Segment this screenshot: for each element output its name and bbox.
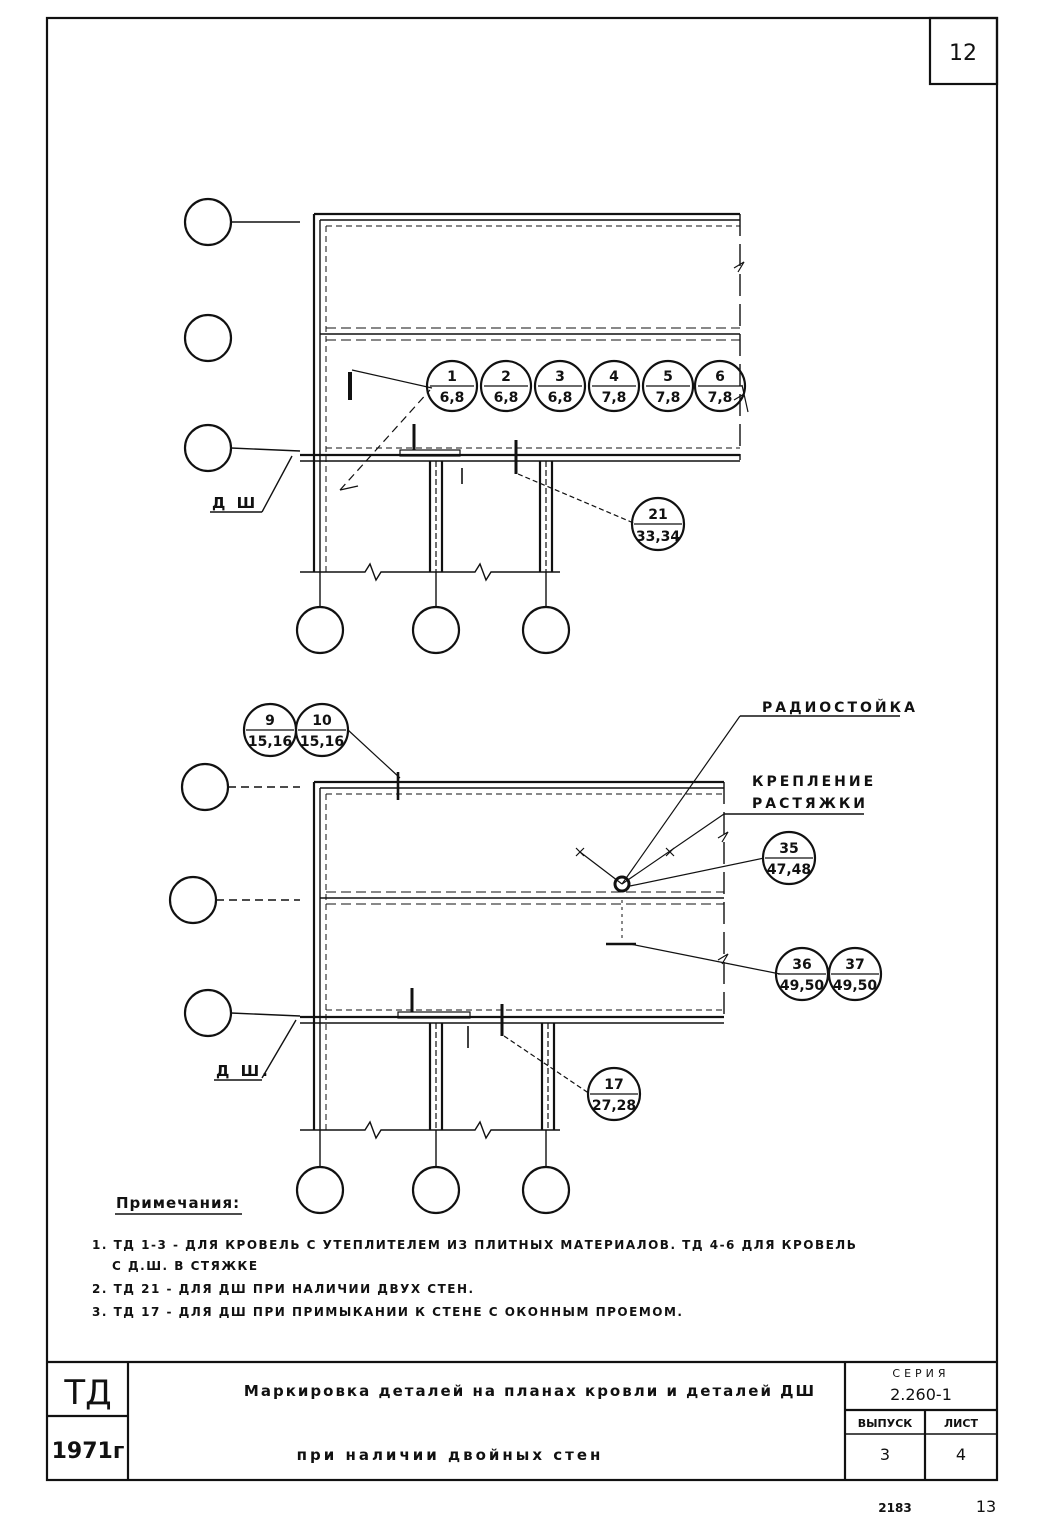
- radiostoika-label: РАДИОСТОЙКА: [762, 699, 918, 716]
- bottom-callouts: [242, 702, 883, 1122]
- title-line1: Маркировка деталей на планах кровли и де…: [244, 1382, 816, 1400]
- axis-circle: [168, 875, 218, 925]
- note-line-1: 1. ТД 1-3 - ДЛЯ КРОВЕЛЬ С УТЕПЛИТЕЛЕМ ИЗ…: [92, 1238, 858, 1252]
- axis-circle: [183, 423, 233, 473]
- callout-36-sheet: 49,50: [780, 978, 825, 994]
- dsh-label-bottom: Д Ш.: [216, 1062, 271, 1080]
- axis-circle: [521, 1165, 571, 1215]
- callout-3-number: 3: [555, 369, 565, 385]
- callout-1-sheet: 6,8: [440, 390, 465, 406]
- note-line-1b: С Д.Ш. В СТЯЖКЕ: [112, 1259, 259, 1273]
- title-block-frame: [47, 1360, 997, 1480]
- note-line-2: 2. ТД 21 - ДЛЯ ДШ ПРИ НАЛИЧИИ ДВУХ СТЕН.: [92, 1282, 475, 1296]
- axis-circle: [295, 605, 345, 655]
- kreplenie-label-line1: КРЕПЛЕНИЕ: [752, 774, 876, 790]
- callout-35-number: 35: [779, 841, 798, 857]
- archive-stamp: 2183: [878, 1501, 911, 1515]
- vypusk-value: 3: [880, 1445, 890, 1464]
- kreplenie-label-line2: РАСТЯЖКИ: [752, 796, 868, 812]
- axis-circle: [521, 605, 571, 655]
- callout-21-number: 21: [648, 507, 667, 523]
- note-line-3: 3. ТД 17 - ДЛЯ ДШ ПРИ ПРИМЫКАНИИ К СТЕНЕ…: [92, 1305, 684, 1319]
- callout-1-number: 1: [447, 369, 457, 385]
- axis-circle: [180, 762, 230, 812]
- callout-4-sheet: 7,8: [602, 390, 627, 406]
- sheet-frame: [45, 16, 999, 1482]
- dsh-label-top: Д Ш: [212, 494, 258, 512]
- sheet-number-box: [928, 16, 999, 86]
- callout-37-number: 37: [845, 957, 864, 973]
- callout-3-sheet: 6,8: [548, 390, 573, 406]
- callout-10-number: 10: [312, 713, 332, 729]
- axis-circle: [295, 1165, 345, 1215]
- page-number: 13: [976, 1497, 996, 1516]
- notes-title: Примечания:: [116, 1194, 241, 1212]
- callout-10-sheet: 15,16: [300, 734, 344, 750]
- title-code: ТД: [63, 1373, 111, 1413]
- seria-label: СЕРИЯ: [892, 1367, 949, 1380]
- list-value: 4: [956, 1445, 966, 1464]
- title-year: 1971г: [52, 1439, 125, 1464]
- callout-6-number: 6: [715, 369, 725, 385]
- top-callouts-row: [425, 359, 747, 552]
- axis-circle: [183, 988, 233, 1038]
- axis-circle: [183, 313, 233, 363]
- seria-value: 2.260-1: [890, 1385, 952, 1404]
- callout-2-number: 2: [501, 369, 511, 385]
- top-plan-view: [183, 197, 749, 655]
- vypusk-label: ВЫПУСК: [858, 1417, 913, 1430]
- callout-21-sheet: 33,34: [636, 529, 681, 545]
- callout-17-number: 17: [604, 1077, 623, 1093]
- callout-17-sheet: 27,28: [592, 1098, 636, 1114]
- callout-6-sheet: 7,8: [708, 390, 733, 406]
- callout-2-sheet: 6,8: [494, 390, 519, 406]
- title-line2: при наличии двойных стен: [297, 1446, 604, 1464]
- axis-circle: [183, 197, 233, 247]
- list-label: ЛИСТ: [944, 1417, 978, 1430]
- callout-35-sheet: 47,48: [767, 862, 811, 878]
- callout-5-sheet: 7,8: [656, 390, 681, 406]
- axis-circle: [411, 1165, 461, 1215]
- callout-37-sheet: 49,50: [833, 978, 878, 994]
- callout-5-number: 5: [663, 369, 673, 385]
- callout-4-number: 4: [609, 369, 619, 385]
- callout-9-number: 9: [265, 713, 275, 729]
- axis-circle: [411, 605, 461, 655]
- sheet-number: 12: [949, 41, 977, 66]
- callout-36-number: 36: [792, 957, 811, 973]
- bottom-plan-view: [168, 715, 900, 1215]
- callout-9-sheet: 15,16: [248, 734, 292, 750]
